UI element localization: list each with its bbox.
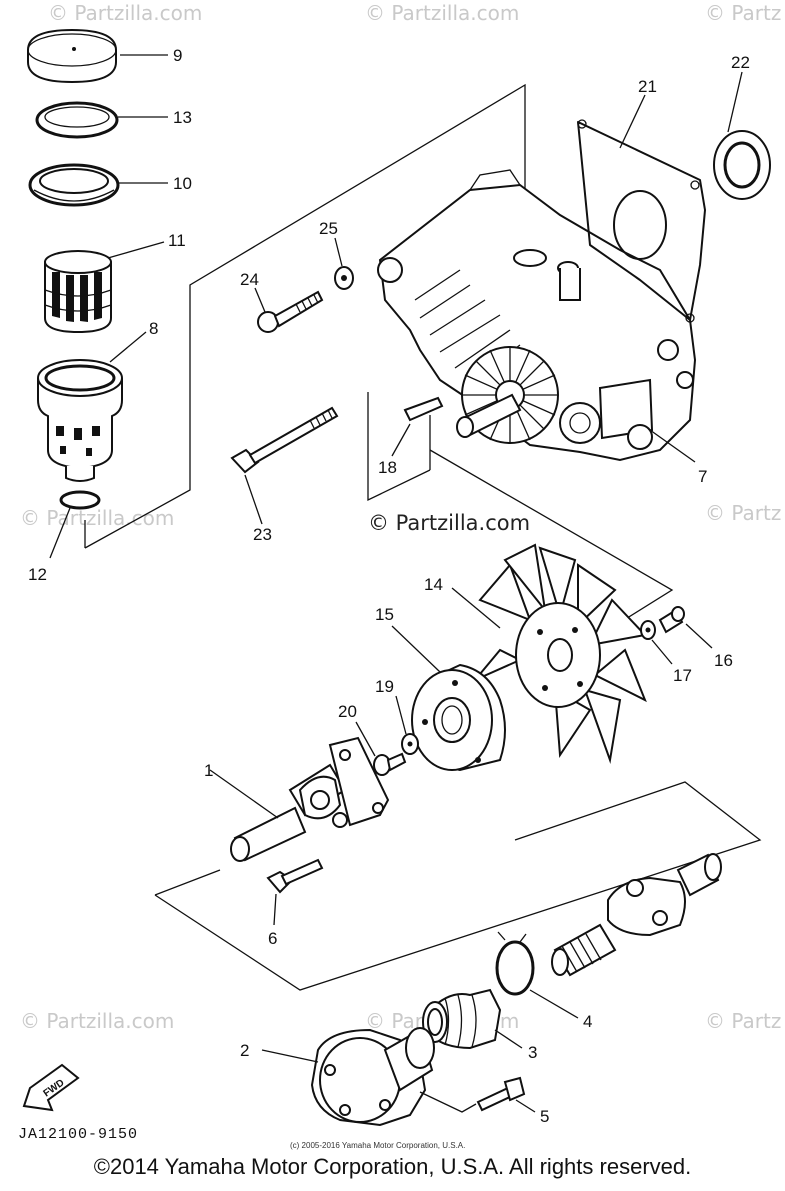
callout-19: 19 [375, 677, 394, 696]
part-filter-element [44, 250, 112, 334]
part-pulley-washer [401, 733, 419, 755]
watermark: © Partzilla.com [48, 1, 202, 25]
callout-14: 14 [424, 575, 443, 594]
callout-6: 6 [268, 929, 277, 948]
leader-line [685, 623, 713, 649]
callout-2: 2 [240, 1041, 249, 1060]
part-housing [37, 359, 123, 482]
callout-15: 15 [375, 605, 394, 624]
part-long-bolt [230, 406, 339, 474]
callout-12: 12 [28, 565, 47, 584]
callout-16: 16 [714, 651, 733, 670]
callout-4: 4 [583, 1012, 592, 1031]
fwd-arrow-icon: FWD [22, 1063, 80, 1112]
leader-line [107, 241, 165, 259]
part-circlip [495, 931, 535, 996]
callout-7: 7 [698, 467, 707, 486]
part-oil-seal [713, 130, 771, 200]
callout-10: 10 [173, 174, 192, 193]
footer-copyright: ©2014 Yamaha Motor Corporation, U.S.A. A… [93, 1154, 692, 1179]
assembly-bracket [84, 83, 526, 549]
callout-20: 20 [338, 702, 357, 721]
callout-23: 23 [253, 525, 272, 544]
part-cooling-fan [474, 543, 647, 764]
leader-line [261, 1049, 319, 1063]
leader-line [727, 71, 743, 133]
leader-line [619, 94, 646, 149]
assembly-bracket [419, 1091, 477, 1113]
part-gasket [28, 163, 120, 207]
part-housing-bolt [476, 1076, 526, 1112]
part-drive-shaft-front [230, 736, 390, 862]
part-o-ring [59, 490, 101, 510]
callout-18: 18 [378, 458, 397, 477]
watermark: © Partzilla.com [20, 1009, 174, 1033]
callout-22: 22 [731, 53, 750, 72]
part-pulley-bolt [373, 752, 407, 776]
callout-24: 24 [240, 270, 259, 289]
diagram-part-code: JA12100-9150 [18, 1126, 138, 1143]
part-pulley [411, 663, 506, 772]
part-gearbox [377, 169, 697, 462]
leader-line [273, 893, 277, 926]
callout-17: 17 [673, 666, 692, 685]
watermark: © Partz [705, 1, 781, 25]
center-watermark: © Partzilla.com [368, 511, 530, 535]
part-key [403, 396, 444, 422]
assembly-bracket [367, 392, 431, 502]
callout-3: 3 [528, 1043, 537, 1062]
leader-line [49, 507, 71, 559]
part-washer [334, 266, 354, 290]
fine-print-copyright: (c) 2005-2016 Yamaha Motor Corporation, … [290, 1141, 465, 1150]
leader-line [334, 237, 343, 267]
leader-line [244, 474, 263, 525]
leader-line [395, 695, 407, 735]
assembly-bracket [154, 781, 762, 991]
leader-line [494, 1029, 523, 1049]
leader-line [451, 587, 501, 629]
leader-line [391, 625, 441, 673]
part-flange-bolt [266, 858, 324, 894]
part-drive-shaft-rear [551, 853, 722, 977]
callout-13: 13 [173, 108, 192, 127]
callout-11: 11 [168, 231, 186, 250]
leader-line [651, 639, 673, 665]
callout-8: 8 [149, 319, 158, 338]
callout-9: 9 [173, 46, 182, 65]
leader-line [109, 331, 147, 363]
watermark: © Partz [705, 1009, 781, 1033]
leader-line [355, 721, 376, 757]
part-bolt [257, 290, 324, 333]
part-seal-ring [35, 101, 119, 139]
callout-25: 25 [319, 219, 338, 238]
leader-line [209, 769, 279, 819]
watermark: © Partzilla.com [20, 506, 174, 530]
leader-line [515, 1099, 536, 1113]
leader-line [649, 429, 696, 463]
callout-21: 21 [638, 77, 657, 96]
part-bearing-housing [310, 1027, 435, 1127]
callout-1: 1 [204, 761, 213, 780]
part-boot [422, 988, 502, 1050]
watermark: © Partzilla.com [365, 1, 519, 25]
leader-line [391, 423, 411, 457]
part-cap [27, 28, 117, 84]
callout-5: 5 [540, 1107, 549, 1126]
part-fan-bolt [658, 606, 685, 634]
watermark: © Partz [705, 501, 781, 525]
part-fan-washer [640, 620, 656, 640]
leader-line [529, 989, 579, 1019]
leader-line [254, 287, 266, 313]
part-cover-gasket [577, 119, 706, 323]
